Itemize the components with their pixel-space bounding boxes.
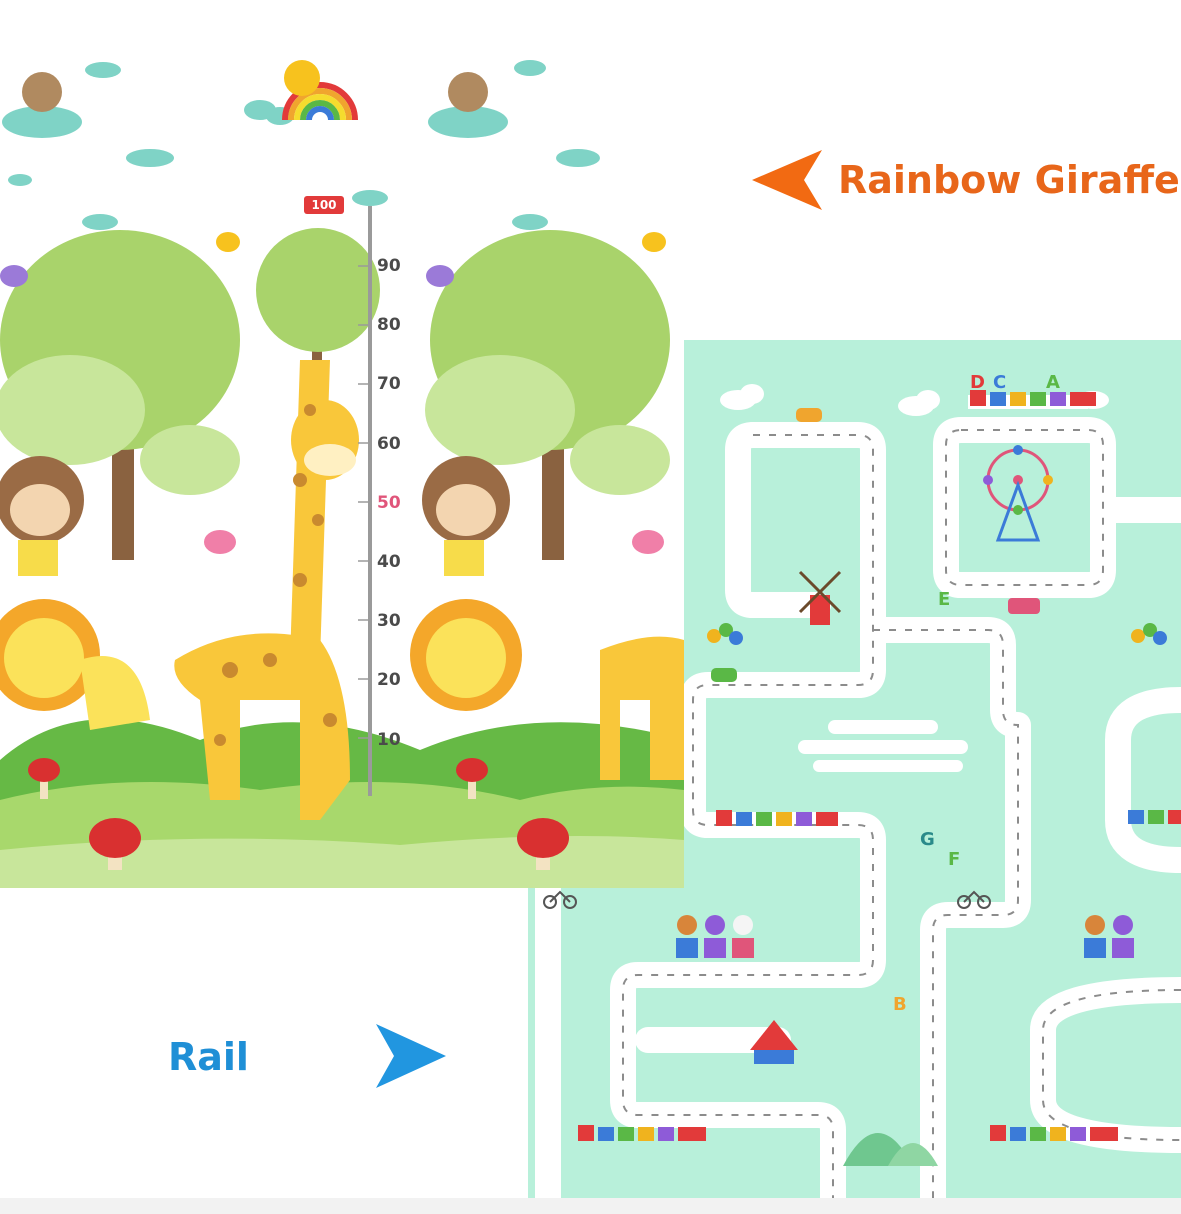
car-icon <box>711 408 1040 682</box>
ruler-mark-50: 50 <box>377 492 401 513</box>
bicycle-icon <box>543 890 991 909</box>
mushroom-icon <box>28 758 569 870</box>
arrow-left-icon <box>752 150 824 214</box>
balloon-icon <box>707 623 1167 645</box>
ruler-mark-10: 10 <box>377 729 401 750</box>
letter-b: B <box>893 994 907 1015</box>
train-icon <box>578 1125 706 1141</box>
bird-icon <box>0 232 666 554</box>
animal-train-icon <box>676 915 1134 958</box>
giraffe-icon <box>600 636 684 780</box>
ruler-mark-20: 20 <box>377 670 401 691</box>
cloud-icon <box>8 60 600 230</box>
train-icon <box>1128 810 1181 824</box>
circus-tent-icon <box>750 1020 798 1064</box>
grass-ground <box>0 719 684 888</box>
cloud-icon <box>798 720 968 772</box>
road-network <box>535 417 1181 1198</box>
rainbow-icon <box>282 82 358 121</box>
arrow-right-icon <box>374 1024 446 1092</box>
giraffe-icon <box>174 360 359 820</box>
letter-e: E <box>938 589 950 610</box>
letter-d: D <box>970 372 985 393</box>
train-icon <box>716 810 838 826</box>
rainbow-giraffe-illustration <box>0 0 684 888</box>
letter-g: G <box>920 829 935 850</box>
ruler-mark-60: 60 <box>377 433 401 454</box>
lion-icon <box>0 599 522 730</box>
letter-f: F <box>948 849 960 870</box>
sun-icon <box>284 60 320 96</box>
ferris-wheel-icon <box>983 445 1053 542</box>
teddy-bear-plane-icon <box>2 72 508 138</box>
ruler-mark-30: 30 <box>377 611 401 632</box>
letter-a: A <box>1046 372 1060 393</box>
tree-icon <box>0 228 670 560</box>
ruler-badge: 100 <box>311 198 337 212</box>
ruler-mark-80: 80 <box>377 315 401 336</box>
train-icon <box>990 1125 1118 1141</box>
height-ruler <box>304 196 372 796</box>
windmill-icon <box>798 570 842 625</box>
rainbow-giraffe-label: Rainbow Giraffe <box>838 158 1180 202</box>
rail-letters: D C A G F B E <box>893 372 1060 1015</box>
hill-icon <box>843 1133 938 1166</box>
monkey-icon <box>0 456 510 576</box>
rainbow-giraffe-mat-image: 100 90 80 70 60 50 40 30 20 10 <box>0 0 684 888</box>
train-icon <box>968 390 1096 409</box>
ruler-mark-70: 70 <box>377 374 401 395</box>
letter-c: C <box>993 372 1006 393</box>
rail-label: Rail <box>168 1035 249 1079</box>
ruler-mark-90: 90 <box>377 256 401 276</box>
bottom-bar <box>0 1198 1181 1214</box>
road-markings <box>622 429 1181 1198</box>
ruler-mark-40: 40 <box>377 552 401 572</box>
